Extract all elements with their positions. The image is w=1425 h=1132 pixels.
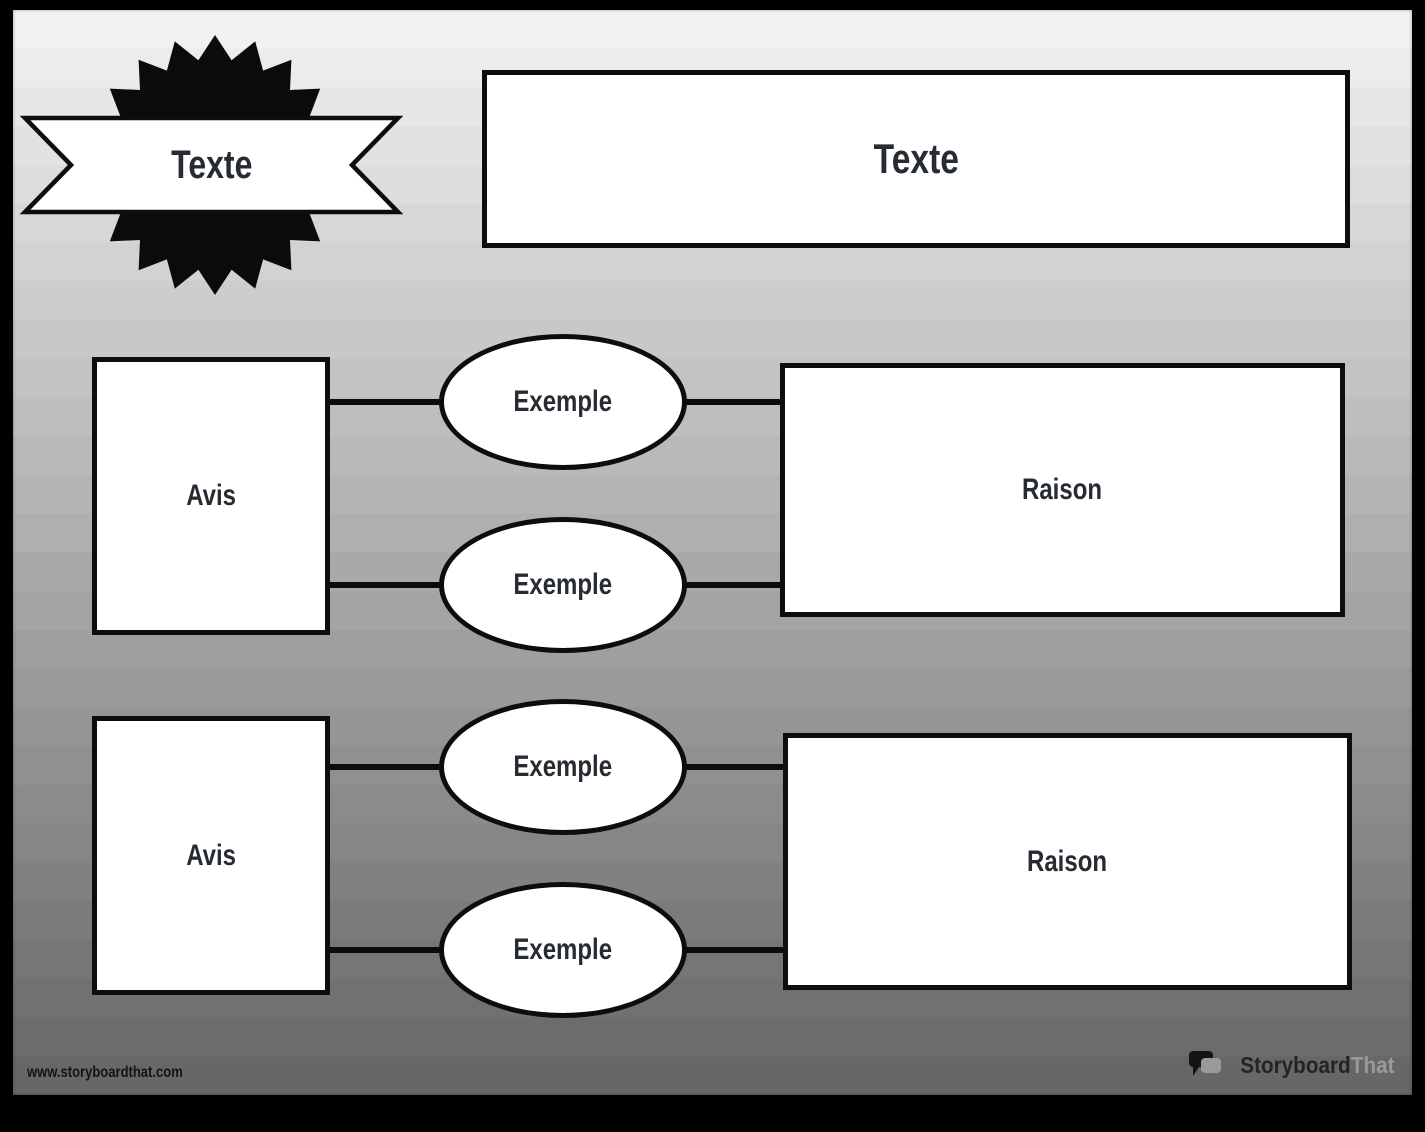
example-text: Exemple [513, 568, 613, 601]
award-badge [19, 35, 404, 295]
example-text: Exemple [513, 750, 613, 783]
logo-text-secondary: That [1351, 1051, 1395, 1078]
badge-title-field[interactable]: Texte [25, 118, 398, 212]
opinion-text: Avis [186, 838, 236, 872]
example-text: Exemple [513, 385, 613, 418]
reason-box-2[interactable]: Raison [783, 733, 1352, 990]
example-text: Exemple [513, 933, 613, 966]
title-text: Texte [873, 135, 959, 182]
title-box[interactable]: Texte [482, 70, 1350, 248]
example-ellipse-2a[interactable]: Exemple [439, 699, 687, 835]
reason-text: Raison [1022, 473, 1103, 506]
opinion-box-1[interactable]: Avis [92, 357, 330, 635]
reason-text: Raison [1027, 844, 1108, 878]
badge-title-text: Texte [170, 142, 253, 187]
example-ellipse-1a[interactable]: Exemple [439, 334, 687, 470]
website-url: www.storyboardthat.com [27, 1064, 183, 1081]
storyboardthat-logo: StoryboardThat [1188, 1050, 1395, 1080]
reason-box-1[interactable]: Raison [780, 363, 1345, 617]
example-ellipse-2b[interactable]: Exemple [439, 882, 687, 1018]
ribbon-banner-shape [19, 115, 404, 215]
opinion-box-2[interactable]: Avis [92, 716, 330, 995]
speech-bubbles-icon [1188, 1051, 1221, 1076]
opinion-text: Avis [186, 479, 236, 512]
example-ellipse-1b[interactable]: Exemple [439, 517, 687, 653]
logo-text-primary: Storyboard [1240, 1051, 1351, 1078]
